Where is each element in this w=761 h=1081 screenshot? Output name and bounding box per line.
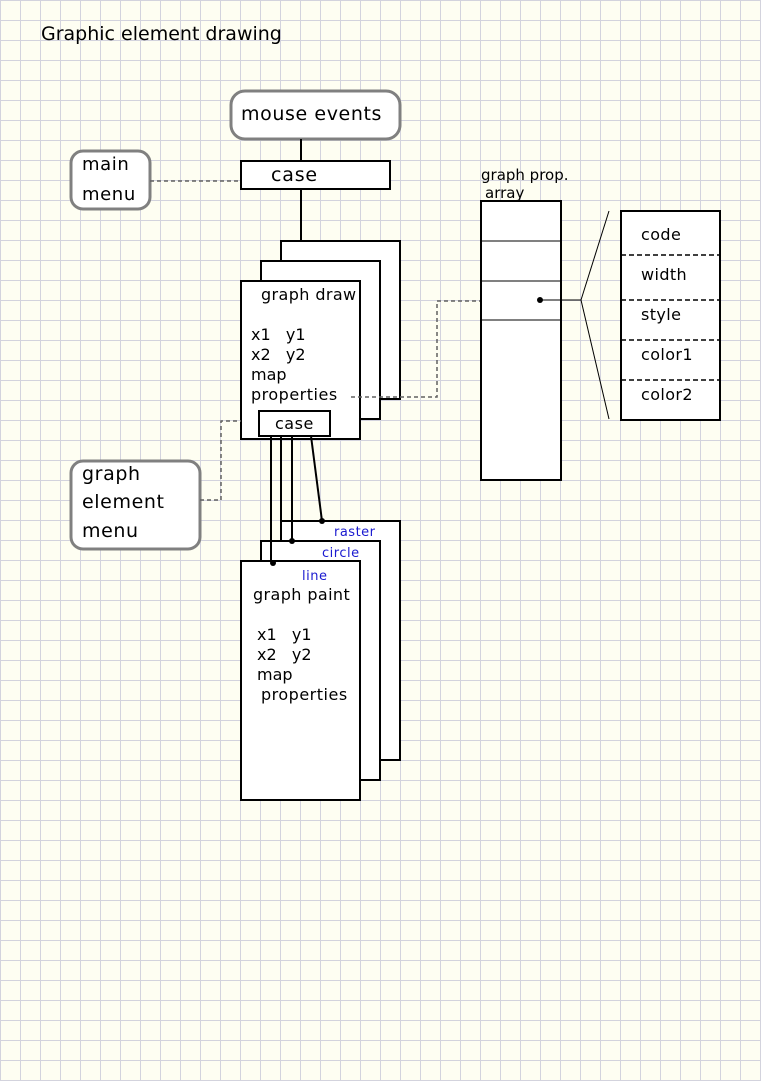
graph-paint-field: x1 y1 xyxy=(257,625,312,644)
graph-draw-field: properties xyxy=(251,385,338,404)
property-record: code width style color1 color2 xyxy=(620,210,721,421)
graph-paint-title: graph paint xyxy=(253,585,350,604)
property-field-color1: color1 xyxy=(641,345,693,364)
diagram-title: Graphic element drawing xyxy=(41,23,282,45)
graph-element-menu-line2: element xyxy=(82,491,165,513)
case-to-layer-connectors xyxy=(270,435,325,566)
array-entry-pointer-dot xyxy=(537,297,543,303)
mouse-events-label: mouse events xyxy=(241,103,382,125)
graph-prop-array-column xyxy=(480,200,562,481)
graph-draw-case-label: case xyxy=(275,414,314,433)
mouse-events-node: mouse events xyxy=(229,89,402,141)
graph-prop-array: graph prop. array xyxy=(480,166,581,481)
layer-label-raster: raster xyxy=(334,525,376,540)
connector-properties-array xyxy=(351,300,481,398)
property-field-style: style xyxy=(641,305,681,324)
expansion-line-top xyxy=(580,210,610,301)
property-field-color2: color2 xyxy=(641,385,693,404)
main-menu-line1: main xyxy=(82,154,129,175)
graph-paint-field: x2 y2 xyxy=(257,645,312,664)
graph-paint-field: properties xyxy=(261,685,348,704)
graph-element-menu-node: graph element menu xyxy=(69,459,202,551)
case-top-label: case xyxy=(271,164,318,186)
graph-paint-field: map xyxy=(257,665,293,684)
expansion-line-bottom xyxy=(580,299,610,420)
graph-element-menu-line3: menu xyxy=(82,520,139,542)
property-record-box xyxy=(620,210,721,421)
connector-graph-element-menu xyxy=(200,420,241,501)
graph-draw-field: x2 y2 xyxy=(251,345,306,364)
junction-dot-line xyxy=(270,560,276,566)
graph-draw-stack: graph draw x1 y1 x2 y2 map properties ca… xyxy=(240,240,401,440)
junction-dot-raster xyxy=(319,518,325,524)
case-top-node: case xyxy=(240,160,391,190)
graph-prop-array-label-line2: array xyxy=(485,184,524,202)
graph-draw-title: graph draw xyxy=(261,285,357,304)
graph-element-menu-line1: graph xyxy=(82,463,141,485)
graph-paint-stack: raster circle line graph paint x1 y1 x2 … xyxy=(240,520,401,801)
graph-draw-case-box xyxy=(258,410,331,437)
property-field-code: code xyxy=(641,225,681,244)
layer-label-line: line xyxy=(302,569,327,584)
property-field-width: width xyxy=(641,265,687,284)
graph-draw-field: map xyxy=(251,365,287,384)
junction-dot-circle xyxy=(289,538,295,544)
layer-label-circle: circle xyxy=(322,546,360,561)
main-menu-node: main menu xyxy=(69,149,152,211)
graph-draw-field: x1 y1 xyxy=(251,325,306,344)
graph-paint-layer-front xyxy=(240,560,361,801)
main-menu-line2: menu xyxy=(82,184,136,205)
graph-prop-array-label-line1: graph prop. xyxy=(481,166,569,184)
